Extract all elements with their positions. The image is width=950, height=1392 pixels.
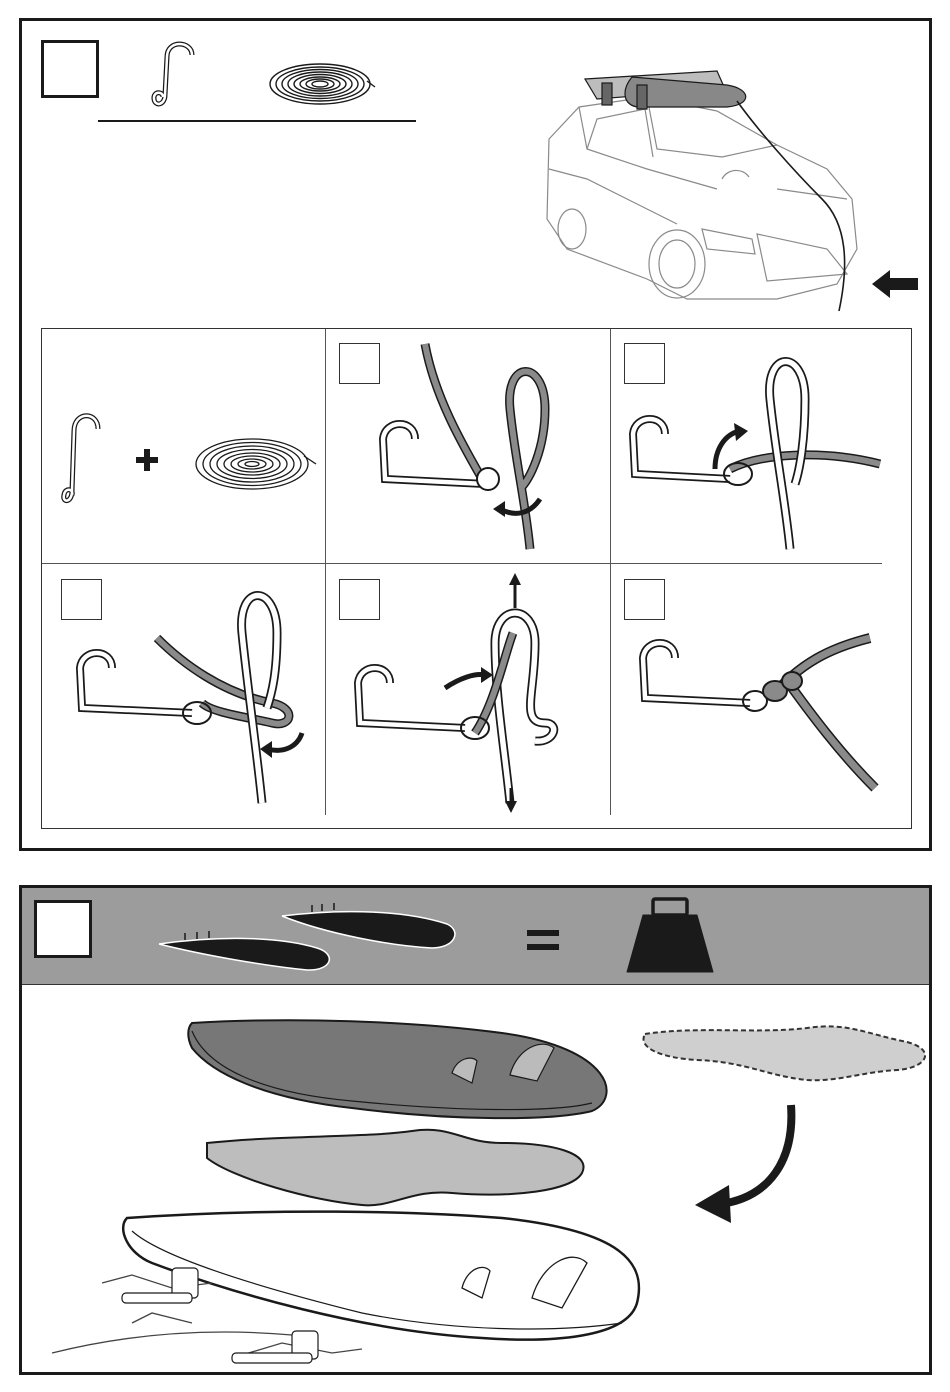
knot-step-3-drawing — [620, 349, 890, 559]
boards-exploded-illustration — [32, 1013, 652, 1373]
knot-step-2 — [325, 329, 610, 563]
rope-coil-icon — [267, 59, 377, 109]
rope-coil-icon — [192, 434, 322, 494]
knot-step-2-drawing — [355, 339, 585, 559]
pad-outline-illustration — [637, 1020, 932, 1090]
knot-step-6 — [610, 563, 895, 815]
knot-step-6-drawing — [630, 603, 890, 803]
curved-arrow-icon — [687, 1103, 797, 1228]
knot-step-3 — [610, 329, 895, 563]
weight-panel — [19, 885, 932, 1375]
knot-step-4-drawing — [72, 583, 322, 803]
tie-down-panel — [19, 18, 932, 851]
knot-step-5 — [325, 563, 610, 815]
arrow-left-icon — [870, 269, 920, 299]
knot-step-4 — [42, 563, 325, 815]
weight-icon — [625, 896, 715, 976]
boards-icon — [157, 896, 457, 976]
step-number-box — [34, 900, 92, 958]
car-with-boards-illustration — [527, 49, 867, 309]
step-number-box — [41, 40, 99, 98]
knot-steps-grid — [41, 328, 912, 829]
equals-icon — [527, 928, 559, 952]
divider-line — [98, 120, 416, 122]
header-band — [22, 888, 929, 985]
knot-step-5-drawing — [345, 573, 595, 813]
s-hook-icon — [62, 409, 107, 509]
s-hook-icon — [147, 33, 207, 113]
knot-step-1 — [42, 329, 325, 563]
plus-icon — [134, 447, 160, 473]
